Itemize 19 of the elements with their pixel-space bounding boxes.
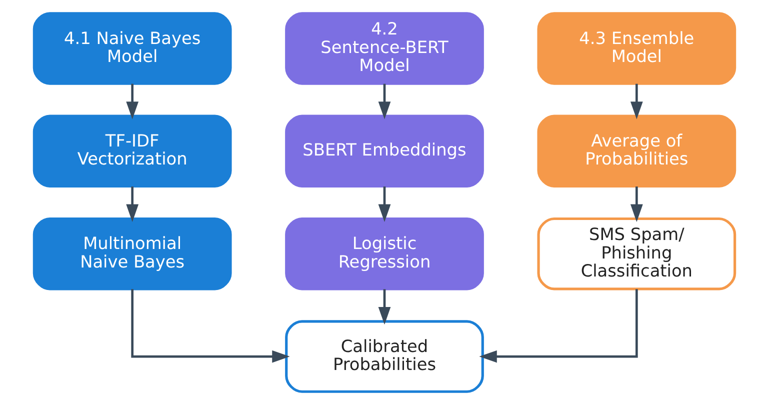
arrow [378,289,391,325]
arrow [131,289,290,363]
node-box: Calibrated Probabilities [285,320,484,393]
node-box: Logistic Regression [285,217,484,290]
node-box: 4.2 Sentence-BERT Model [285,12,484,85]
node-box: Average of Probabilities [537,114,736,188]
node-box: TF-IDF Vectorization [32,114,232,188]
arrow [630,84,643,120]
arrow [479,289,638,363]
node-box: 4.3 Ensemble Model [537,12,736,85]
node-box: 4.1 Naive Bayes Model [32,12,232,85]
arrow [378,186,391,222]
node-box: SMS Spam/ Phishing Classification [537,217,736,290]
arrow [630,186,643,222]
arrow [126,186,139,222]
node-box: SBERT Embeddings [285,114,484,188]
arrow [126,84,139,120]
node-box: Multinomial Naive Bayes [32,217,232,290]
arrow [378,84,391,120]
